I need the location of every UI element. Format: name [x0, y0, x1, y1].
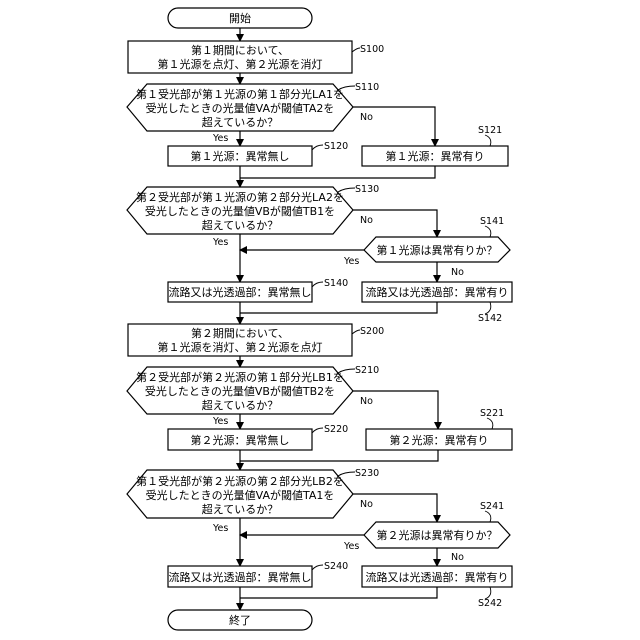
s241-yes-label: Yes [343, 541, 359, 552]
s241-text: 第２光源は異常有りか？ [377, 528, 498, 542]
s110-no-label: No [360, 112, 373, 123]
s130-text-3: 超えているか？ [202, 218, 278, 232]
step-s220: 第２光源：異常無し [168, 429, 312, 450]
decision-s241: 第２光源は異常有りか？ [364, 522, 510, 548]
s100-code: S100 [360, 44, 384, 55]
s121-text: 第１光源：異常有り [386, 149, 485, 163]
s140-text: 流路又は光透過部：異常無し [169, 285, 312, 299]
decision-s141: 第１光源は異常有りか？ [364, 237, 510, 262]
end-terminal: 終了 [168, 610, 312, 630]
s120-text: 第１光源：異常無し [191, 149, 290, 163]
s110-text-3: 超えているか？ [202, 115, 278, 129]
s130-no-label: No [360, 215, 373, 226]
line-s242-merge [240, 587, 437, 598]
decision-s230: 第１受光部が第２光源の第２部分光LB2を 受光したときの光量値VAが閾値TA1を… [127, 470, 353, 518]
s220-text: 第２光源：異常無し [191, 433, 290, 447]
s121-code: S121 [478, 125, 502, 136]
s230-code: S230 [355, 468, 379, 479]
s100-text-2: 第１光源を点灯、第２光源を消灯 [158, 57, 323, 71]
s120-leader [312, 145, 323, 150]
step-s121: 第１光源：異常有り [362, 146, 508, 166]
s240-code: S240 [324, 561, 348, 572]
s110-text-1: 第１受光部が第１光源の第１部分光LA1を [136, 87, 344, 101]
s141-text: 第１光源は異常有りか？ [377, 243, 498, 257]
decision-s210: 第２受光部が第２光源の第１部分光LB1を 受光したときの光量値VBが閾値TB2を… [127, 367, 353, 414]
s242-code: S242 [478, 598, 502, 609]
s141-no-label: No [451, 267, 464, 278]
s130-yes-label: Yes [212, 237, 228, 248]
s200-code: S200 [360, 326, 384, 337]
s221-leader [487, 418, 493, 429]
s221-code: S221 [480, 408, 504, 419]
s142-code: S142 [478, 313, 502, 324]
line-s121-merge [240, 166, 435, 178]
s230-yes-label: Yes [212, 523, 228, 534]
s221-text: 第２光源：異常有り [390, 433, 489, 447]
step-s221: 第２光源：異常有り [366, 429, 512, 450]
s241-leader [485, 511, 491, 522]
s240-text: 流路又は光透過部：異常無し [169, 570, 312, 584]
start-terminal: 開始 [168, 8, 312, 28]
s130-code: S130 [355, 184, 379, 195]
s100-text-1: 第１期間において、 [191, 43, 289, 57]
end-label: 終了 [229, 613, 251, 627]
step-s242: 流路又は光透過部：異常有り [362, 566, 512, 587]
s121-leader [485, 135, 491, 146]
s210-code: S210 [355, 365, 379, 376]
decision-s130: 第２受光部が第１光源の第２部分光LA2を 受光したときの光量値VBが閾値TB1を… [127, 187, 353, 234]
step-s142: 流路又は光透過部：異常有り [362, 282, 512, 302]
step-s120: 第１光源：異常無し [168, 146, 312, 166]
s230-text-1: 第１受光部が第２光源の第２部分光LB2を [136, 474, 344, 488]
s241-no-label: No [451, 552, 464, 563]
step-s140: 流路又は光透過部：異常無し [168, 282, 312, 302]
start-label: 開始 [229, 11, 251, 25]
line-s142-merge [240, 302, 437, 313]
s210-text-1: 第２受光部が第２光源の第１部分光LB1を [136, 370, 344, 384]
s110-code: S110 [355, 82, 379, 93]
s220-code: S220 [324, 424, 348, 435]
s230-text-2: 受光したときの光量値VAが閾値TA1を [146, 488, 335, 502]
line-s221-merge [240, 450, 438, 461]
s140-leader [312, 282, 323, 287]
s130-text-1: 第２受光部が第１光源の第２部分光LA2を [136, 190, 344, 204]
s141-yes-label: Yes [343, 256, 359, 267]
s241-code: S241 [480, 501, 504, 512]
s210-yes-label: Yes [212, 416, 228, 427]
s210-text-3: 超えているか？ [202, 398, 278, 412]
s200-leader [352, 330, 360, 334]
s230-text-3: 超えているか？ [202, 502, 278, 516]
step-s100: 第１期間において、 第１光源を点灯、第２光源を消灯 [128, 41, 352, 73]
step-s200: 第２期間において、 第１光源を消灯、第２光源を点灯 [128, 324, 352, 356]
s242-text: 流路又は光透過部：異常有り [366, 570, 509, 584]
s142-text: 流路又は光透過部：異常有り [366, 285, 509, 299]
decision-s110: 第１受光部が第１光源の第１部分光LA1を 受光したときの光量値VAが閾値TA2を… [127, 84, 353, 131]
s110-text-2: 受光したときの光量値VAが閾値TA2を [146, 101, 335, 115]
s200-text-1: 第２期間において、 [191, 326, 289, 340]
s141-code: S141 [480, 216, 504, 227]
s130-text-2: 受光したときの光量値VBが閾値TB1を [145, 204, 335, 218]
s140-code: S140 [324, 278, 348, 289]
s100-leader [352, 48, 360, 52]
s110-yes-label: Yes [212, 133, 228, 144]
s230-no-label: No [360, 499, 373, 510]
s240-leader [312, 565, 323, 570]
s220-leader [312, 428, 323, 433]
s210-no-label: No [360, 396, 373, 407]
step-s240: 流路又は光透過部：異常無し [168, 566, 312, 587]
s141-leader [485, 226, 491, 237]
s210-text-2: 受光したときの光量値VBが閾値TB2を [145, 384, 335, 398]
s200-text-2: 第１光源を消灯、第２光源を点灯 [158, 340, 323, 354]
s120-code: S120 [324, 141, 348, 152]
